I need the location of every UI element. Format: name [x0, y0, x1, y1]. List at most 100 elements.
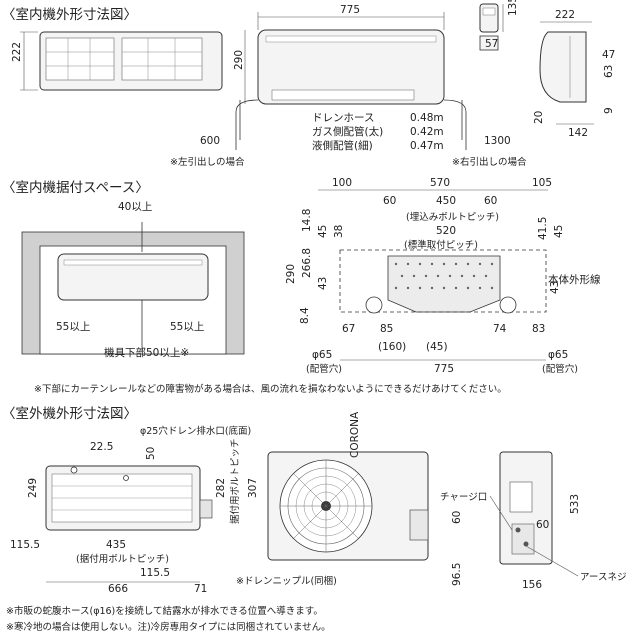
body-outline-box [339, 249, 547, 313]
indoor-unit-side-view [539, 31, 587, 103]
remote-control [479, 3, 499, 51]
dim-266-8: 266.8 [301, 248, 313, 278]
dim-142: 142 [568, 127, 588, 139]
dim-666: 666 [108, 583, 128, 595]
pipe-length-list: ドレンホース 0.48m ガス側配管(太) 0.42m 液側配管(細) 0.47… [312, 112, 444, 152]
note-right-draw: ※右引出しの場合 [452, 156, 527, 168]
dim-60-b: 60 [484, 195, 497, 207]
dim-60-side: 60 [536, 519, 549, 531]
pipe-hole-left-label: (配管穴) [306, 363, 342, 375]
pipe-hole-left [365, 296, 383, 314]
dim-435: 435 [106, 539, 126, 551]
heading-outdoor-dimensions: 〈室外機外形寸法図〉 [2, 405, 137, 422]
dim-96-5: 96.5 [451, 563, 463, 586]
pipe-liquid-value: 0.47m [410, 140, 444, 152]
space-top-40: 40以上 [118, 201, 152, 213]
left-pipe-route [235, 99, 259, 150]
dim-290: 290 [233, 50, 245, 70]
dim-45-b: 45 [553, 225, 565, 238]
dim-222-side: 222 [555, 9, 575, 21]
pipe-hole-right [499, 296, 517, 314]
dim-71: 71 [194, 583, 207, 595]
dim-57: 57 [485, 38, 498, 50]
dim-282: 282 [215, 478, 227, 498]
dim-83: 83 [532, 323, 545, 335]
dim-100: 100 [332, 177, 352, 189]
std-mount-pitch: (標準取付ピッチ) [404, 239, 478, 251]
indoor-unit-top-view [39, 31, 223, 91]
dim-43-a: 43 [317, 277, 329, 290]
dim-45-a: 45 [317, 225, 329, 238]
space-right-55: 55以上 [170, 321, 204, 333]
dim-60-a: 60 [383, 195, 396, 207]
dim-14-8: 14.8 [301, 209, 313, 232]
dim-43-b: 43 [549, 281, 561, 294]
outdoor-note-1: ※市販の蛇腹ホース(φ16)を接続して結露水が排水できる位置へ導きます。 [6, 605, 323, 617]
pipe-hole-right-label: (配管穴) [542, 363, 578, 375]
drain-hole-label: φ25穴ドレン排水口(底面) [140, 425, 251, 437]
dim-600: 600 [200, 135, 220, 147]
dim-520: 520 [436, 225, 456, 237]
embed-bolt-pitch: (埋込みボルトピッチ) [406, 212, 499, 223]
space-left-55: 55以上 [56, 321, 90, 333]
note-left-draw: ※左引出しの場合 [170, 156, 245, 168]
dim-22-5: 22.5 [90, 441, 113, 453]
dim-50: 50 [145, 447, 157, 460]
dim-450: 450 [436, 195, 456, 207]
dim-290-plate: 290 [285, 264, 297, 284]
dim-105: 105 [532, 177, 552, 189]
dim-85: 85 [380, 323, 393, 335]
dim-74: 74 [493, 323, 507, 335]
dim-8-4: 8.4 [299, 307, 311, 324]
heading-indoor-install-space: 〈室内機据付スペース〉 [2, 179, 149, 196]
outdoor-note-2: ※寒冷地の場合は使用しない。注)冷房専用タイプには同梱されていません。 [6, 621, 331, 633]
phi-65-right: φ65 [548, 349, 568, 361]
pipe-liquid-name: 液側配管(細) [312, 139, 373, 152]
charge-port-label: チャージ口 [440, 492, 487, 503]
drain-nipple-note: ※ドレンニップル(同梱) [236, 575, 337, 587]
pipe-drain-name: ドレンホース [312, 112, 374, 124]
pipe-gas-name: ガス側配管(太) [312, 125, 383, 138]
pipe-gas-value: 0.42m [410, 126, 444, 138]
body-outline-label: 本体外形線 [548, 273, 601, 286]
dim-570: 570 [430, 177, 450, 189]
dim-63: 63 [603, 65, 615, 78]
install-space-note: ※下部にカーテンレールなどの障害物がある場合は、風の流れを損なわないようにできる… [34, 383, 507, 395]
phi-65-left: φ65 [312, 349, 332, 361]
mounting-plate [387, 255, 501, 313]
dim-47: 47 [602, 49, 615, 61]
outdoor-unit-side-view [499, 451, 553, 565]
dim-115-5-b: 115.5 [140, 567, 170, 579]
dim-249: 249 [27, 478, 39, 498]
dim-67: 67 [342, 323, 355, 335]
install-space-wall [21, 231, 245, 355]
dim-533: 533 [569, 494, 581, 514]
outdoor-unit-top-view [45, 465, 213, 531]
dim-45-paren: (45) [426, 341, 448, 353]
dim-60-front: 60 [451, 511, 463, 524]
dim-9: 9 [603, 107, 615, 114]
dim-38: 38 [333, 225, 345, 238]
dim-160: (160) [378, 341, 406, 353]
space-bottom-50: 機具下部50以上※ [104, 346, 189, 359]
right-pipe-route [443, 99, 467, 150]
bolt-pitch-vertical: 据付用ボルトピッチ [229, 438, 241, 524]
indoor-unit-front-view [257, 29, 445, 105]
dim-20: 20 [533, 111, 545, 124]
dim-135: 135 [507, 0, 519, 16]
outdoor-unit-front-view [267, 451, 429, 561]
dim-115-5-a: 115.5 [10, 539, 40, 551]
dim-775-top: 775 [340, 4, 360, 16]
dim-222-left: 222 [11, 42, 23, 62]
pipe-drain-value: 0.48m [410, 112, 444, 124]
dim-41-5: 41.5 [537, 217, 549, 240]
dim-156: 156 [522, 579, 542, 591]
bolt-pitch-horizontal: (据付用ボルトピッチ) [76, 553, 169, 565]
dim-775-plate: 775 [434, 363, 454, 375]
dim-307: 307 [247, 478, 259, 498]
heading-indoor-dimensions: 〈室内機外形寸法図〉 [2, 6, 137, 23]
earth-screw-label: アースネジ [580, 572, 626, 583]
dim-1300: 1300 [484, 135, 511, 147]
brand-logo: CORONA [349, 411, 361, 458]
